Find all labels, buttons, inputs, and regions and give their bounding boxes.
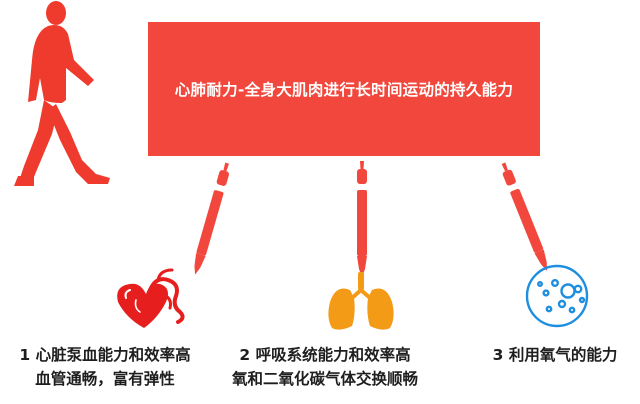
heart-icon bbox=[117, 268, 185, 328]
caption-heart: 1 心脏泵血能力和效率高 血管通畅，富有弹性 bbox=[0, 343, 210, 391]
caption-line: 1 心脏泵血能力和效率高 bbox=[19, 346, 191, 364]
cell-icon bbox=[525, 264, 589, 328]
pen-icon bbox=[501, 162, 547, 271]
caption-line: 2 呼吸系统能力和效率高 bbox=[239, 346, 411, 364]
pen-icon bbox=[357, 161, 367, 277]
walking-person-icon bbox=[14, 1, 110, 186]
caption-line: 氧和二氧化碳气体交换顺畅 bbox=[231, 370, 418, 388]
lungs-icon bbox=[328, 272, 394, 330]
caption-cell: 3 利用氧气的能力 bbox=[470, 343, 640, 367]
title-text: 心肺耐力-全身大肌肉进行长时间运动的持久能力 bbox=[174, 81, 514, 99]
caption-lungs: 2 呼吸系统能力和效率高 氧和二氧化碳气体交换顺畅 bbox=[215, 343, 435, 391]
caption-line: 血管通畅，富有弹性 bbox=[35, 370, 175, 388]
title-box bbox=[148, 22, 540, 156]
caption-line: 3 利用氧气的能力 bbox=[492, 346, 618, 364]
pen-icon bbox=[194, 162, 230, 275]
